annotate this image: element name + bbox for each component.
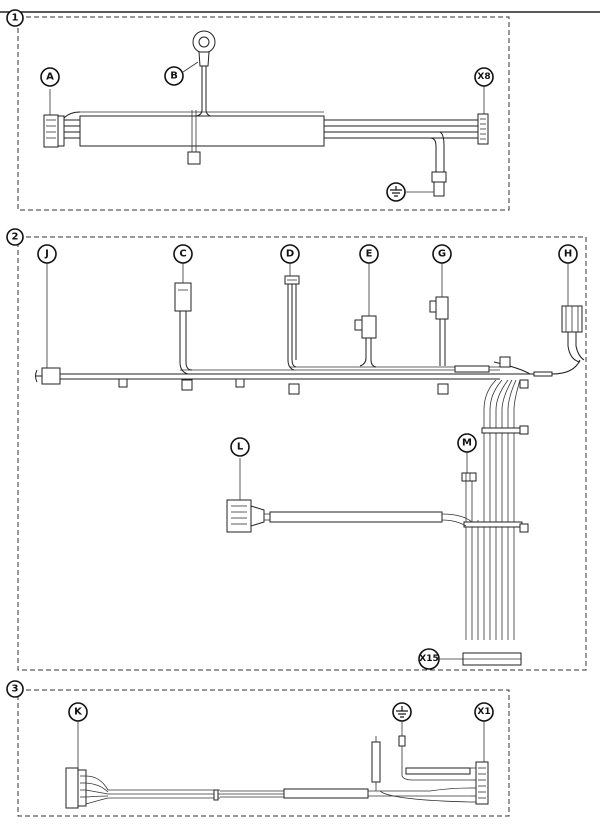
svg-text:J: J: [44, 249, 49, 260]
svg-text:X8: X8: [477, 72, 490, 82]
svg-text:G: G: [438, 249, 446, 260]
callout-e: E: [359, 244, 379, 264]
ground-icon: [386, 182, 406, 202]
svg-text:X15: X15: [419, 654, 438, 664]
callout-m: M: [457, 433, 477, 453]
svg-text:D: D: [286, 249, 294, 260]
section-1: 1 A: [6, 9, 510, 211]
section-3-number-badge: 3: [6, 680, 24, 698]
svg-text:2: 2: [12, 232, 19, 243]
section-2-number-badge: 2: [6, 228, 24, 246]
vertical-bundle: [463, 379, 529, 640]
callout-x8: X8: [474, 67, 494, 87]
svg-text:X1: X1: [477, 707, 490, 717]
ring-terminal-b: [192, 30, 216, 117]
section-2-frame: [17, 236, 587, 671]
connector-x8: [477, 113, 489, 145]
callout-x15: X15: [418, 648, 440, 670]
harness-section-1: [63, 111, 478, 197]
connector-c: [174, 263, 193, 375]
connector-d: [284, 263, 300, 371]
connector-k: [65, 721, 109, 809]
svg-text:C: C: [179, 249, 186, 260]
svg-text:3: 3: [12, 684, 19, 695]
connector-e: [354, 263, 377, 368]
callout-g: G: [432, 244, 452, 264]
callout-b: B: [164, 66, 184, 86]
section-1-number-badge: 1: [6, 9, 24, 27]
callout-a: A: [40, 67, 60, 87]
connector-a: [43, 114, 65, 148]
callout-k: K: [68, 702, 88, 722]
callout-d: D: [280, 244, 300, 264]
main-trunk: [60, 359, 581, 380]
connector-l: [226, 458, 473, 533]
svg-text:L: L: [237, 442, 244, 453]
connector-g: [429, 263, 449, 366]
svg-text:A: A: [46, 72, 54, 83]
section-1-frame: [17, 16, 510, 211]
section-2: 2 J: [6, 228, 587, 671]
ground-icon: [392, 702, 412, 722]
section-3: 3 K: [6, 680, 510, 817]
callout-j: J: [37, 244, 57, 264]
connector-x15: [440, 652, 522, 666]
callout-c: C: [173, 244, 193, 264]
svg-text:M: M: [462, 438, 472, 449]
connector-x1: [470, 721, 489, 805]
cable-tie-tag: [187, 110, 201, 165]
svg-text:K: K: [74, 707, 83, 718]
svg-text:H: H: [564, 249, 572, 260]
section-1-number: 1: [12, 13, 19, 24]
connector-h: [561, 263, 585, 363]
section-3-frame: [17, 689, 510, 817]
harness-section-3: [108, 720, 471, 803]
callout-h: H: [558, 244, 578, 264]
trunk-tie-tags: [118, 356, 529, 395]
svg-text:B: B: [170, 71, 178, 82]
svg-text:E: E: [366, 249, 373, 260]
callout-x1: X1: [474, 702, 494, 722]
callout-l: L: [230, 437, 250, 457]
connector-j: [35, 262, 61, 385]
connector-m: [461, 452, 477, 520]
